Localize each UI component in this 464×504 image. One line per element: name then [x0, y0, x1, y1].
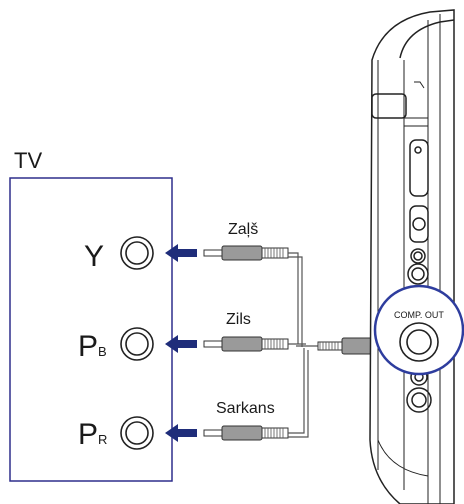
- device-body: [369, 9, 455, 504]
- comp-out-label: COMP. OUT: [394, 310, 444, 320]
- cable-label-blue: Zils: [226, 311, 251, 328]
- comp-out-port: [373, 284, 464, 376]
- tv-input-y-label: Y: [84, 240, 104, 273]
- tv-title: TV: [14, 148, 42, 173]
- tv-jack-pr: [120, 416, 154, 450]
- cable-plug-green: [203, 245, 289, 261]
- tv-jack-pb: [120, 327, 154, 361]
- tv-jack-y: [120, 236, 154, 270]
- tv-frame: [9, 177, 173, 482]
- arrow-pr: [165, 424, 197, 442]
- cable-plug-blue: [203, 336, 289, 352]
- tv-input-pr-label: PR: [78, 418, 107, 451]
- arrow-y: [165, 244, 197, 262]
- cable-label-red: Sarkans: [216, 400, 275, 417]
- tv-input-pb-label: PB: [78, 330, 107, 363]
- cable-plug-red: [203, 425, 289, 441]
- cable-label-green: Zaļš: [228, 221, 258, 238]
- arrow-pb: [165, 335, 197, 353]
